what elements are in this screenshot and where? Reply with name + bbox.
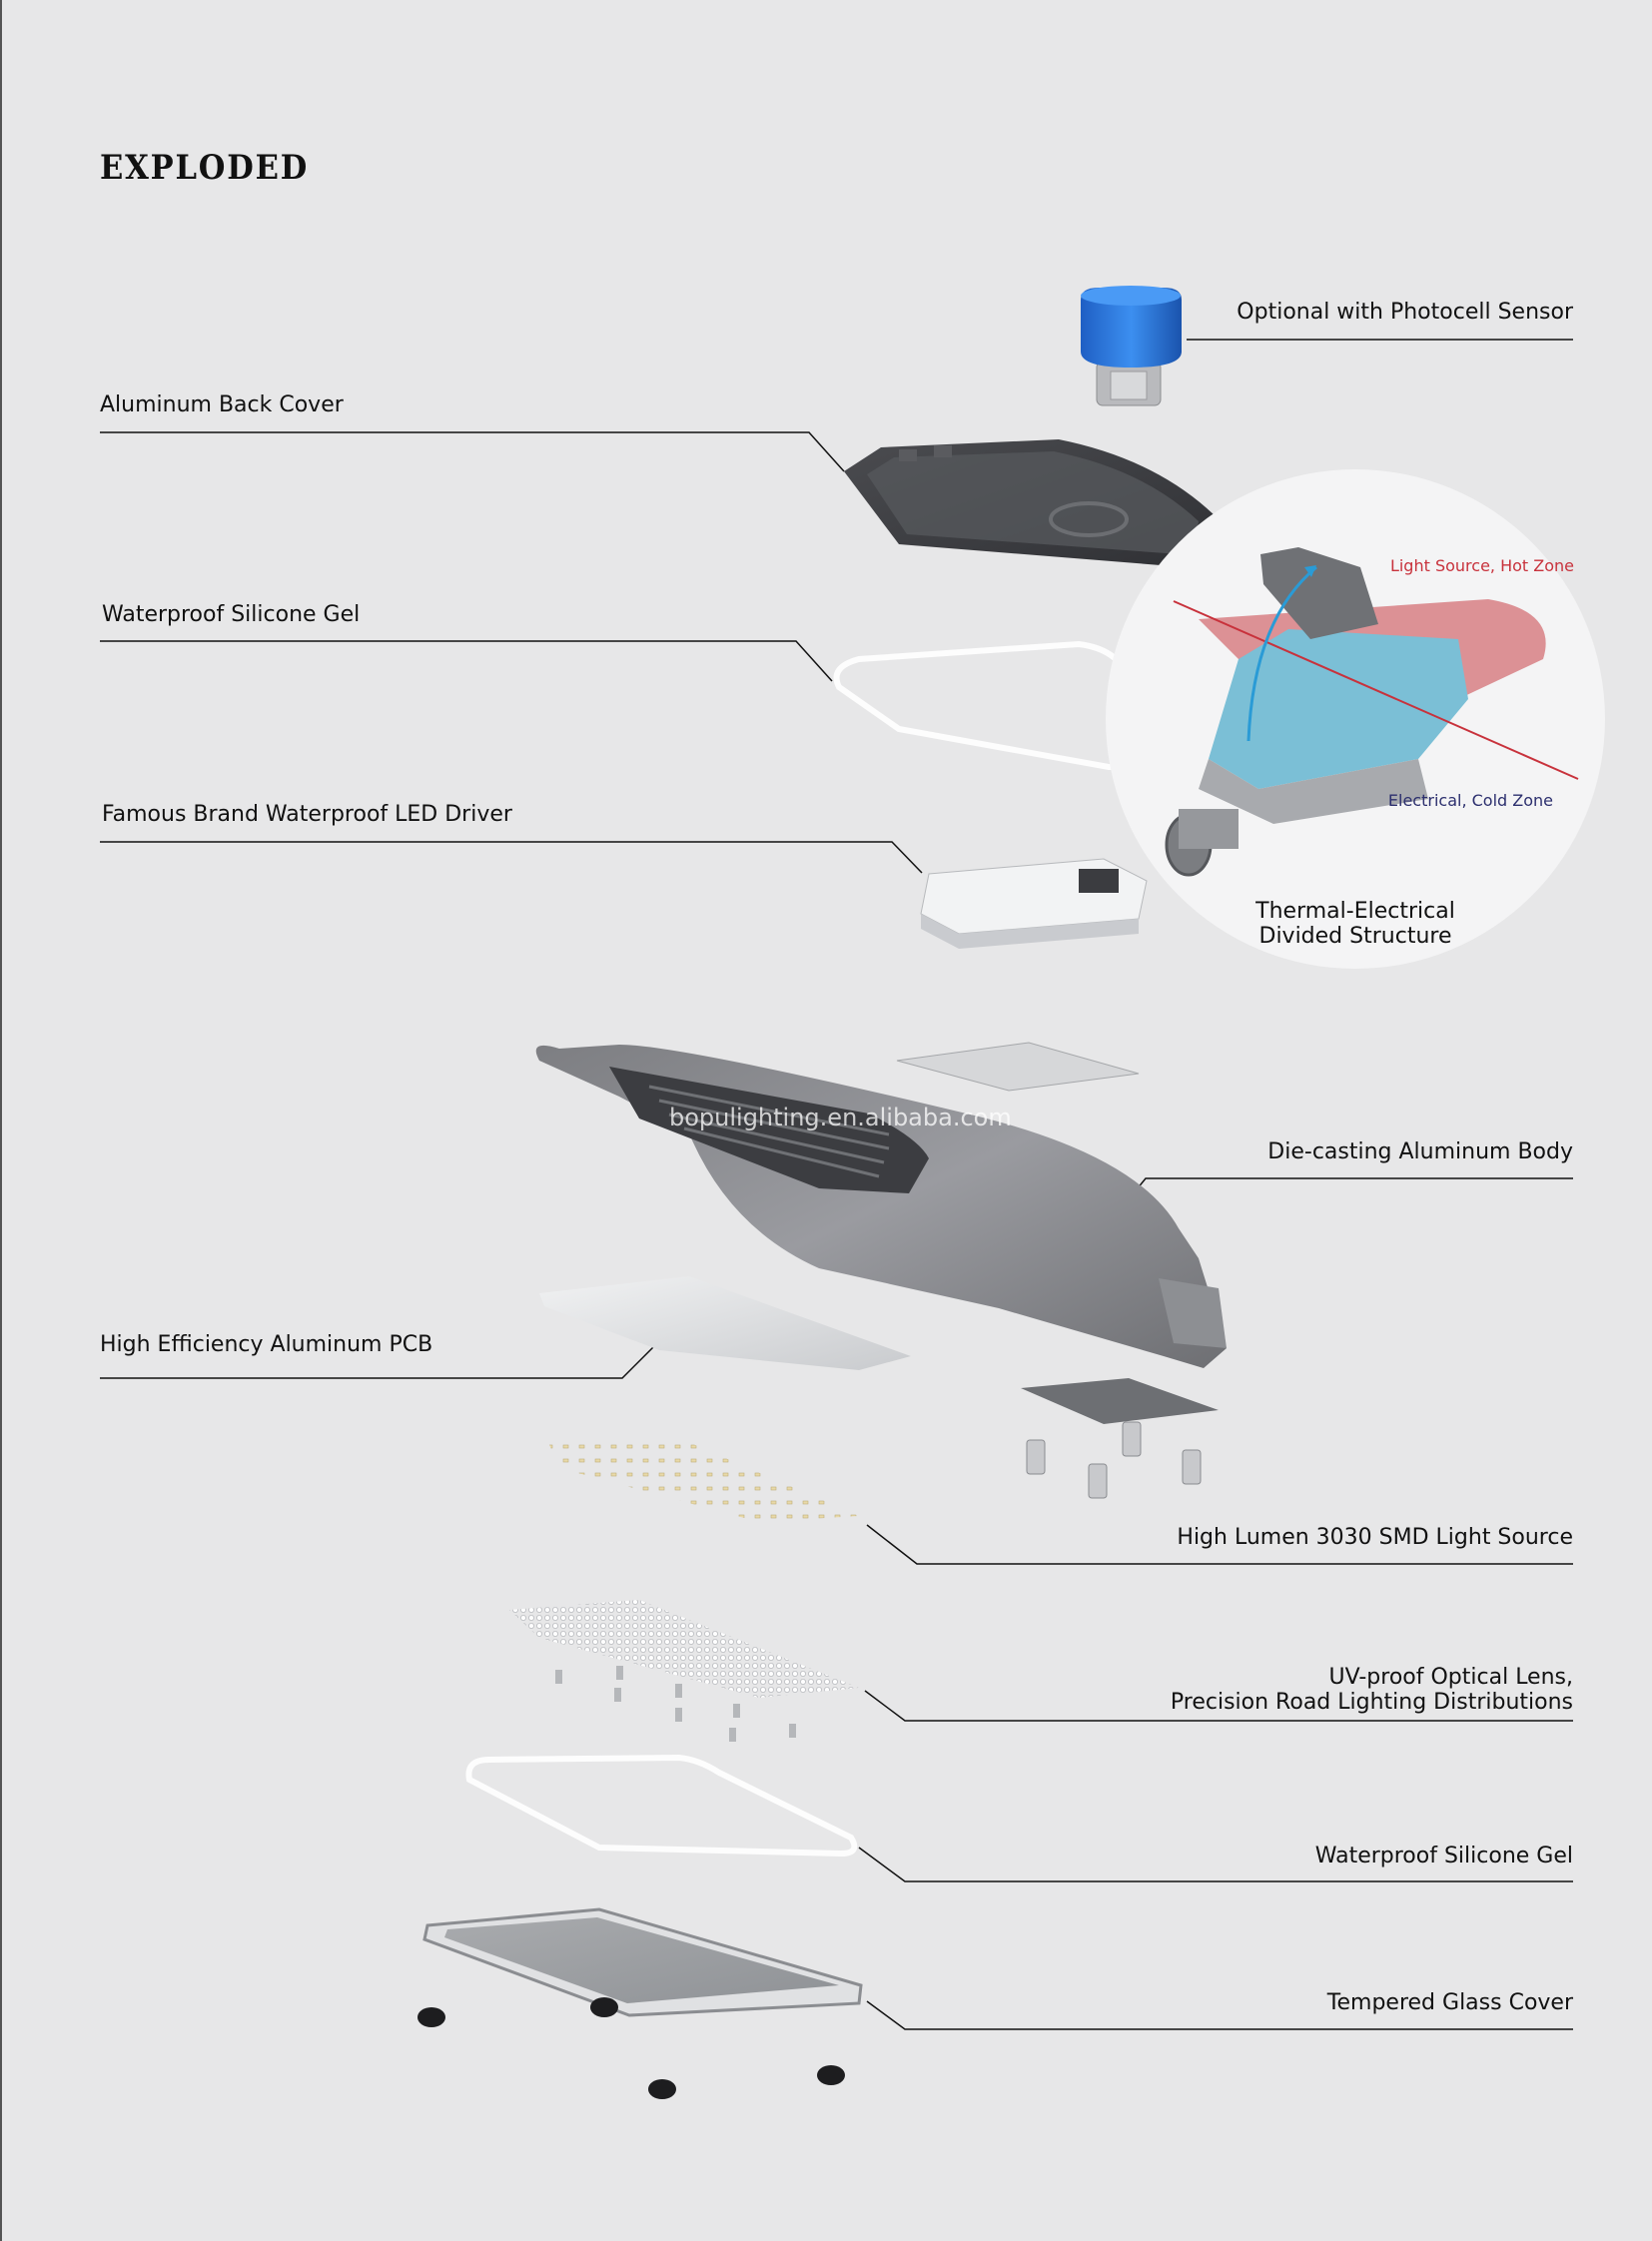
label-photocell: Optional with Photocell Sensor [1237, 300, 1573, 325]
label-silicone-bottom: Waterproof Silicone Gel [1314, 1844, 1573, 1868]
leader-silicone-bottom [858, 1847, 1573, 1882]
photocell-sensor [1081, 286, 1182, 406]
aluminum-pcb-part [539, 1276, 911, 1370]
optical-lens-part [509, 1600, 859, 1742]
label-back-cover: Aluminum Back Cover [100, 392, 344, 417]
leader-glass [866, 2000, 1573, 2030]
label-thermal-line1: Thermal-Electrical [1255, 899, 1455, 924]
label-thermal-line2: Divided Structure [1258, 924, 1452, 949]
page-title: EXPLODED [100, 148, 310, 188]
page-left-rule [0, 0, 2, 2241]
silicone-gel-top-ring [833, 640, 1153, 771]
leader-lens [864, 1690, 1573, 1722]
label-driver: Famous Brand Waterproof LED Driver [102, 802, 512, 827]
leader-smd [866, 1524, 1573, 1565]
watermark: bopulighting.en.alibaba.com [669, 1104, 1012, 1131]
label-lens-line1: UV-proof Optical Lens, [1328, 1665, 1574, 1690]
label-smd: High Lumen 3030 SMD Light Source [1177, 1525, 1573, 1550]
label-pcb: High Efficiency Aluminum PCB [100, 1332, 433, 1357]
label-body: Die-casting Aluminum Body [1267, 1139, 1573, 1164]
silicone-gel-bottom-ring [465, 1754, 858, 1858]
label-cold-zone: Electrical, Cold Zone [1387, 791, 1553, 810]
led-driver-part [920, 858, 1148, 949]
label-lens-line2: Precision Road Lighting Distributions [1170, 1690, 1573, 1715]
label-silicone-top: Waterproof Silicone Gel [102, 602, 361, 627]
leader-driver [100, 841, 923, 874]
leader-body [1123, 1177, 1573, 1206]
leader-silicone-top [100, 640, 833, 682]
label-glass: Tempered Glass Cover [1326, 1990, 1573, 2015]
leader-pcb [100, 1345, 655, 1379]
thermal-electrical-inset [1106, 469, 1605, 969]
label-hot-zone: Light Source, Hot Zone [1389, 556, 1574, 575]
tempered-glass-part [417, 1907, 863, 2099]
label-thermal-structure: Thermal-Electrical Divided Structure [1243, 899, 1467, 949]
back-cover-part [844, 439, 1219, 569]
leader-back-cover [100, 431, 845, 472]
die-casting-body-part [535, 1042, 1227, 1499]
label-lens: UV-proof Optical Lens, Precision Road Li… [1171, 1665, 1573, 1715]
smd-light-source-part [547, 1438, 859, 1522]
